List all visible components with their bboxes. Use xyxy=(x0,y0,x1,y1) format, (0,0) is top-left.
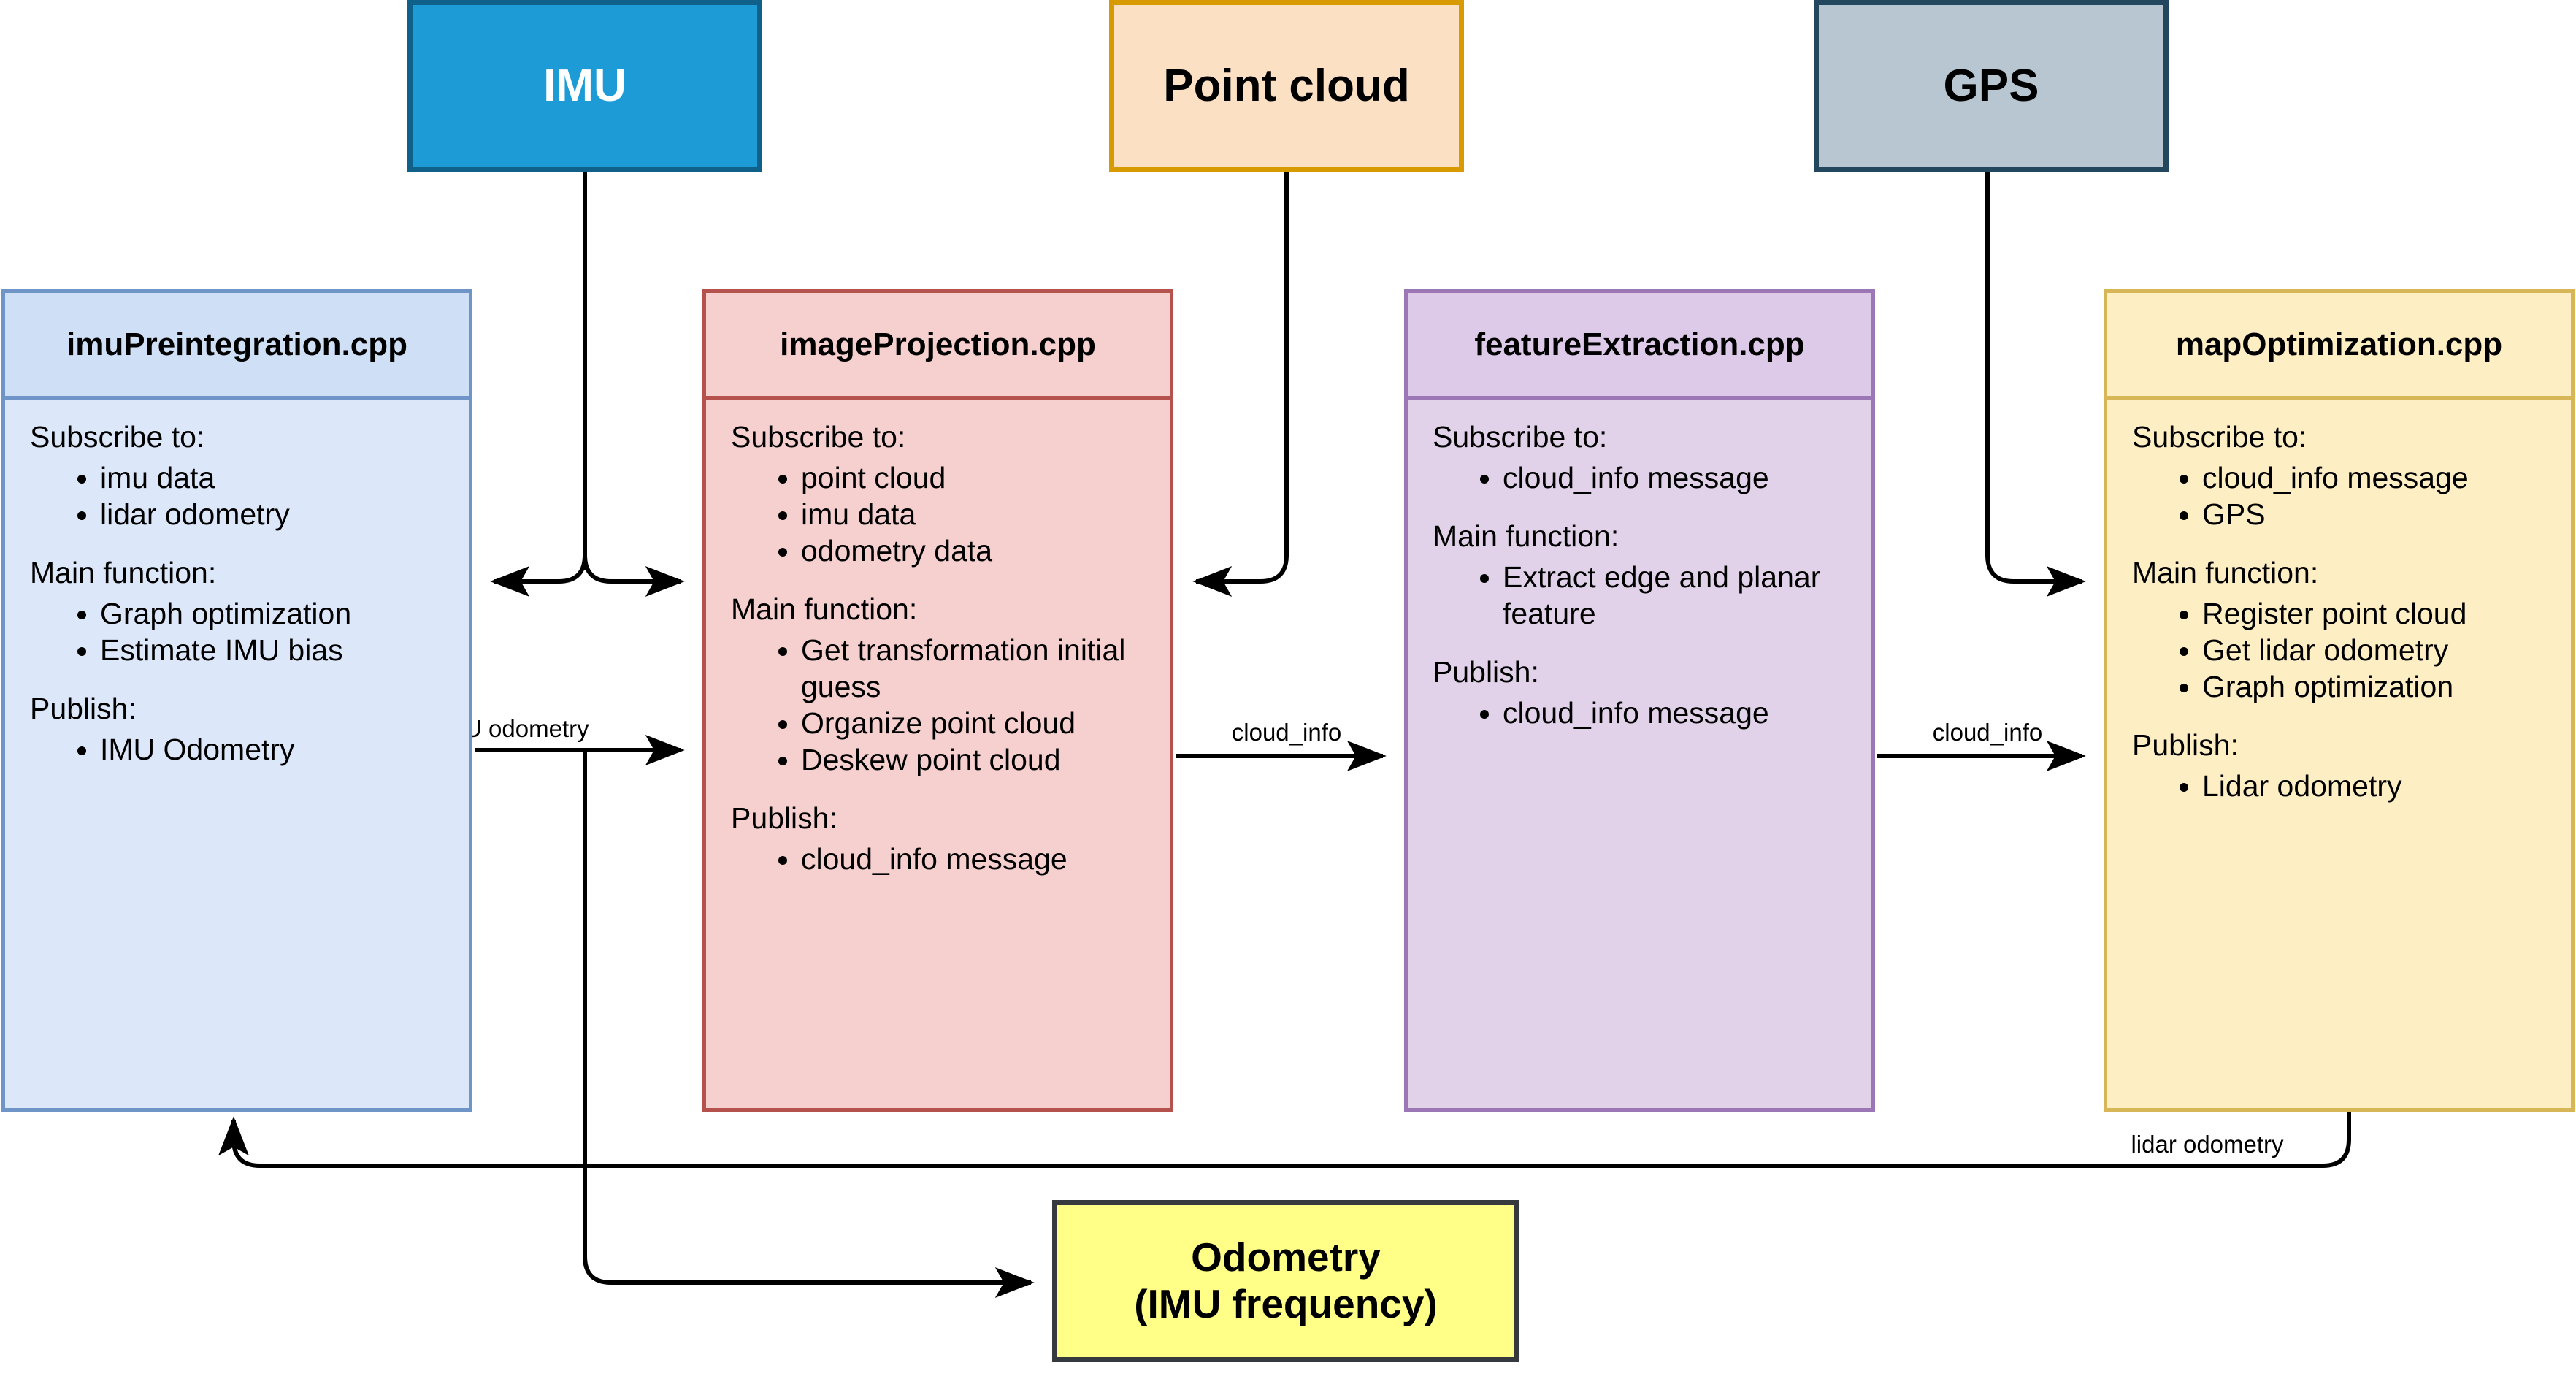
node-box-imu-preintegration[interactable]: imuPreintegration.cpp Subscribe to: imu … xyxy=(1,289,472,1112)
subscribe-heading: Subscribe to: xyxy=(1433,420,1608,454)
list-item: Extract edge and planar feature xyxy=(1503,559,1852,632)
list-item: Register point cloud xyxy=(2202,595,2552,632)
list-item: cloud_info message xyxy=(1503,695,1852,731)
edge-label-cloud-info-2: cloud_info xyxy=(1933,719,2042,746)
list-item: Graph optimization xyxy=(2202,668,2552,705)
main-function-list: Get transformation initial guess Organiz… xyxy=(731,632,1151,778)
source-label-gps: GPS xyxy=(1943,61,2039,112)
list-item: lidar odometry xyxy=(100,496,450,532)
list-item: odometry data xyxy=(801,532,1151,569)
list-item: IMU Odometry xyxy=(100,731,450,768)
list-item: Get lidar odometry xyxy=(2202,632,2552,668)
source-box-imu[interactable]: IMU xyxy=(407,0,762,172)
node-body-map-optimization: Subscribe to: cloud_info message GPS Mai… xyxy=(2107,400,2571,1108)
node-box-map-optimization[interactable]: mapOptimization.cpp Subscribe to: cloud_… xyxy=(2104,289,2575,1112)
source-label-imu: IMU xyxy=(543,61,626,112)
main-function-list: Register point cloud Get lidar odometry … xyxy=(2132,595,2552,705)
main-function-heading: Main function: xyxy=(30,556,217,590)
list-item: Graph optimization xyxy=(100,595,450,632)
list-item: cloud_info message xyxy=(801,841,1151,877)
list-item: cloud_info message xyxy=(1503,459,1852,496)
node-title-imu-preintegration: imuPreintegration.cpp xyxy=(5,293,469,400)
main-function-heading: Main function: xyxy=(731,592,918,627)
publish-list: Lidar odometry xyxy=(2132,768,2552,804)
node-box-feature-extraction[interactable]: featureExtraction.cpp Subscribe to: clou… xyxy=(1404,289,1875,1112)
node-title-image-projection: imageProjection.cpp xyxy=(706,293,1170,400)
edge-label-lidar-odometry: lidar odometry xyxy=(2131,1131,2284,1158)
list-item: Deskew point cloud xyxy=(801,741,1151,778)
subscribe-heading: Subscribe to: xyxy=(731,420,906,454)
list-item: cloud_info message xyxy=(2202,459,2552,496)
node-body-feature-extraction: Subscribe to: cloud_info message Main fu… xyxy=(1408,400,1871,1108)
publish-list: IMU Odometry xyxy=(30,731,450,768)
list-item: Lidar odometry xyxy=(2202,768,2552,804)
subscribe-list: point cloud imu data odometry data xyxy=(731,459,1151,569)
source-box-gps[interactable]: GPS xyxy=(1814,0,2169,172)
subscribe-list: imu data lidar odometry xyxy=(30,459,450,532)
subscribe-heading: Subscribe to: xyxy=(2132,420,2307,454)
publish-heading: Publish: xyxy=(1433,655,1539,690)
edge-label-cloud-info-1: cloud_info xyxy=(1232,719,1341,746)
node-body-image-projection: Subscribe to: point cloud imu data odome… xyxy=(706,400,1170,1108)
node-body-imu-preintegration: Subscribe to: imu data lidar odometry Ma… xyxy=(5,400,469,1108)
edge-lidar-odometry-feedback xyxy=(218,1112,2351,1168)
publish-list: cloud_info message xyxy=(1433,695,1852,731)
edge-imu-to-imu-preintegration xyxy=(490,554,587,597)
output-box-odometry[interactable]: Odometry (IMU frequency) xyxy=(1052,1200,1519,1362)
edge-gps-to-map-optimization xyxy=(1985,172,2086,597)
main-function-list: Extract edge and planar feature xyxy=(1433,559,1852,632)
list-item: Get transformation initial guess xyxy=(801,632,1151,705)
list-item: Organize point cloud xyxy=(801,705,1151,741)
main-function-heading: Main function: xyxy=(2132,556,2319,590)
list-item: imu data xyxy=(801,496,1151,532)
edge-imu-to-image-projection xyxy=(583,554,685,597)
subscribe-list: cloud_info message GPS xyxy=(2132,459,2552,532)
publish-heading: Publish: xyxy=(2132,728,2239,763)
edge-point-cloud-to-image-projection xyxy=(1192,172,1289,597)
publish-heading: Publish: xyxy=(731,801,837,836)
publish-heading: Publish: xyxy=(30,692,137,726)
node-title-map-optimization: mapOptimization.cpp xyxy=(2107,293,2571,400)
publish-list: cloud_info message xyxy=(731,841,1151,877)
list-item: imu data xyxy=(100,459,450,496)
output-label-line1: Odometry xyxy=(1191,1234,1381,1280)
list-item: GPS xyxy=(2202,496,2552,532)
main-function-heading: Main function: xyxy=(1433,519,1619,554)
list-item: point cloud xyxy=(801,459,1151,496)
subscribe-list: cloud_info message xyxy=(1433,459,1852,496)
main-function-list: Graph optimization Estimate IMU bias xyxy=(30,595,450,668)
node-title-feature-extraction: featureExtraction.cpp xyxy=(1408,293,1871,400)
source-label-point-cloud: Point cloud xyxy=(1163,61,1410,112)
subscribe-heading: Subscribe to: xyxy=(30,420,205,454)
list-item: Estimate IMU bias xyxy=(100,632,450,668)
source-box-point-cloud[interactable]: Point cloud xyxy=(1109,0,1464,172)
output-label-line2: (IMU frequency) xyxy=(1134,1281,1438,1326)
output-label-odometry: Odometry (IMU frequency) xyxy=(1134,1234,1438,1328)
node-box-image-projection[interactable]: imageProjection.cpp Subscribe to: point … xyxy=(702,289,1173,1112)
